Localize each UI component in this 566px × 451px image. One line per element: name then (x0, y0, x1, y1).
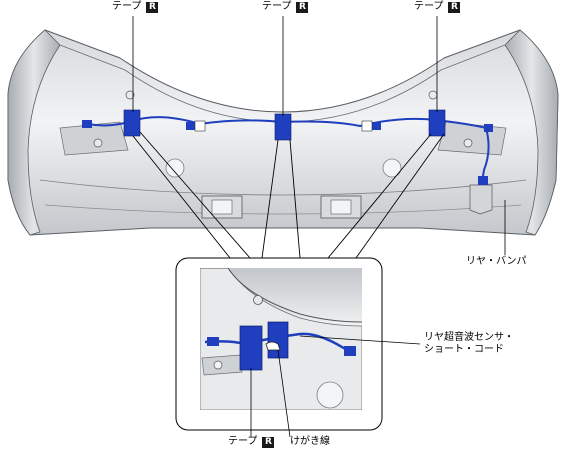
scribe-line-label-text: けがき線 (290, 436, 330, 447)
tape-right (428, 109, 446, 137)
tape-label-center: テープ R (262, 1, 309, 13)
sensor-cord-label-line2: ショート・コード (424, 344, 504, 355)
connector-left-mid (186, 122, 195, 130)
bumper-right-end (504, 29, 559, 236)
tape-label-center-text: テープ (262, 1, 292, 12)
tape-label-right: テープ R (414, 1, 461, 13)
zoom-detail (175, 257, 421, 438)
tape-label-bottom: テープ R (228, 436, 275, 448)
tape-label-right-text: テープ (414, 1, 444, 12)
sensor-cord-label: リヤ超音波センサ・ ショート・コード (424, 332, 514, 356)
connector-right-lower (478, 176, 488, 185)
r-mark-icon: R (296, 1, 309, 13)
tape-label-bottom-text: テープ (228, 436, 258, 447)
tape-label-left-text: テープ (112, 1, 142, 12)
r-mark-icon: R (448, 1, 461, 13)
bumper-left-end (7, 29, 61, 236)
r-mark-icon: R (262, 436, 275, 448)
harness-wire (87, 116, 490, 183)
rear-bumper-label-text: リヤ・バンパ (466, 256, 527, 267)
tape-left (123, 109, 141, 137)
connector-right-mid (372, 122, 381, 130)
r-mark-icon: R (146, 1, 159, 13)
top-leaders (132, 16, 506, 255)
tape-center (274, 113, 292, 141)
scribe-line-label: けがき線 (290, 436, 330, 448)
sensor-harness (82, 116, 493, 185)
zoom-tape-outer (239, 325, 263, 371)
connector-left (82, 120, 92, 128)
rear-bumper-label: リヤ・バンパ (466, 256, 527, 268)
sensor-cord-label-line1: リヤ超音波センサ・ (424, 332, 514, 343)
scribe-mark (265, 341, 281, 351)
zoom-cone (132, 131, 445, 259)
tape-label-left: テープ R (112, 1, 159, 13)
connector-right (484, 124, 493, 132)
